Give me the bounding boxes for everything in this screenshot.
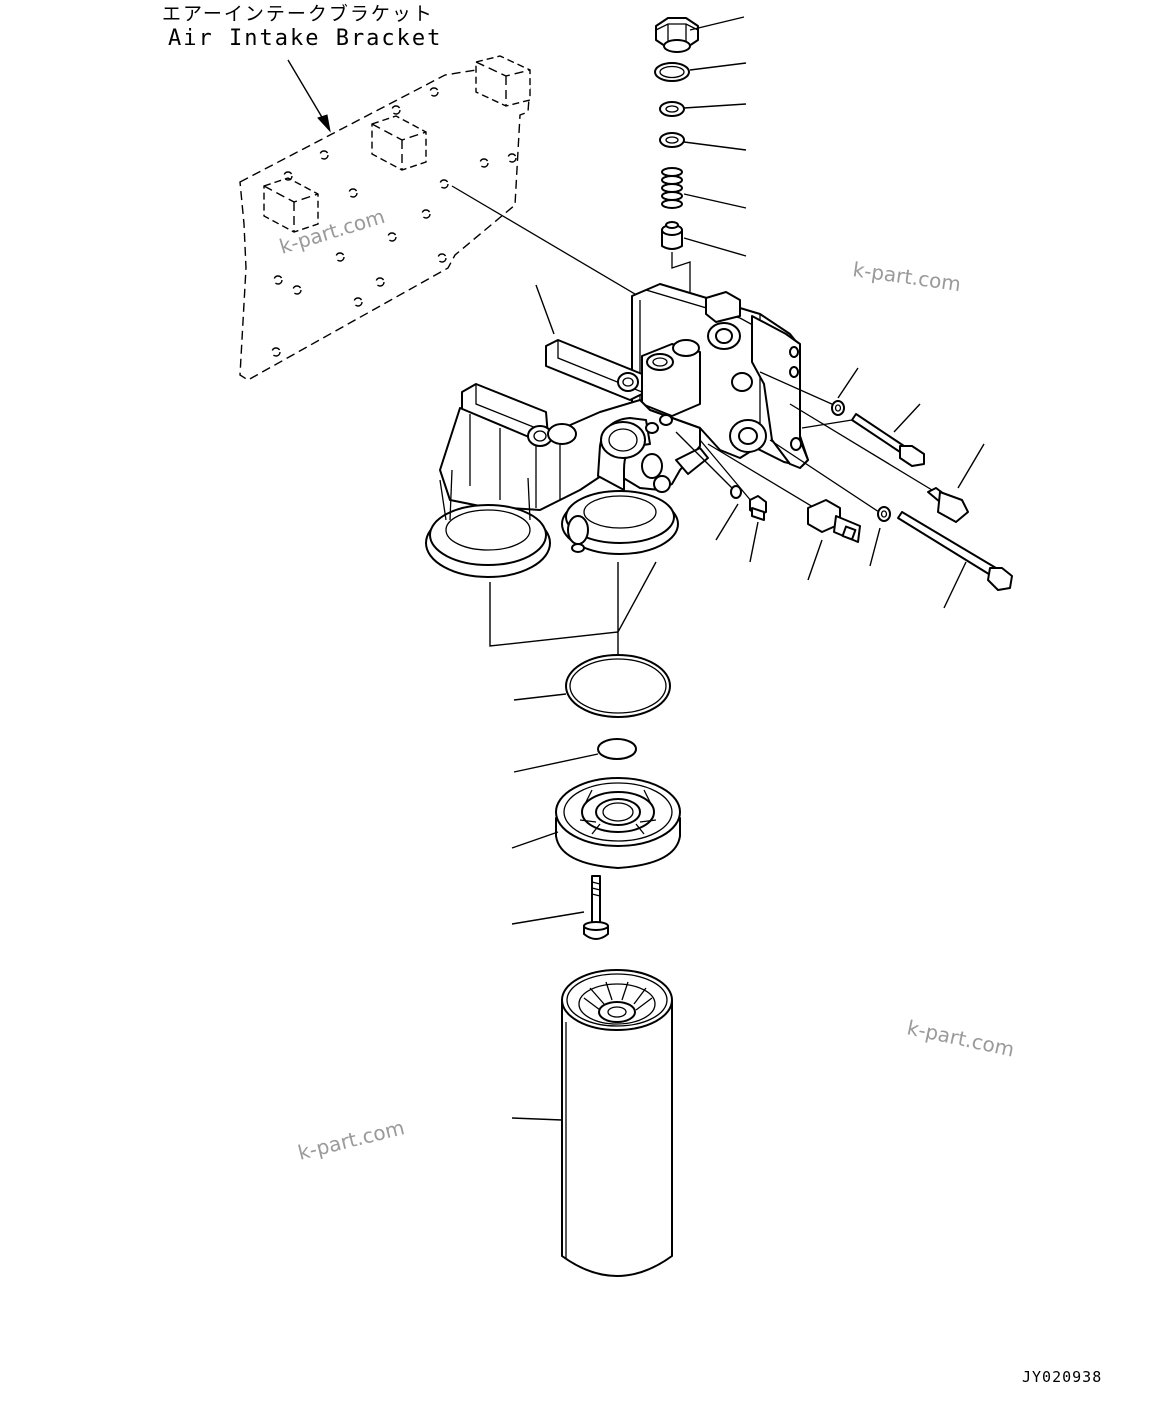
plug-small-part: [749, 495, 767, 521]
fastener-leader-lines: [715, 367, 985, 609]
washer-part-2: [659, 132, 685, 148]
small-o-ring-part: [730, 485, 742, 499]
bracket-label-jp: エアーインテークブラケット: [162, 2, 434, 25]
bracket-label-en: Air Intake Bracket: [168, 26, 442, 51]
head-axis-lines: [675, 371, 933, 515]
air-intake-bracket-phantom: [239, 55, 531, 381]
washer-part-1: [659, 101, 685, 117]
filter-cartridge-part: [511, 969, 673, 1277]
center-bolt-part: [511, 875, 609, 940]
watermark-2: k-part.com: [851, 257, 962, 296]
washer-right-2: [877, 506, 891, 522]
drawing-code: JY020938: [1022, 1368, 1102, 1386]
stack-leader-lines: [683, 16, 747, 257]
adapter-plate-part: [511, 777, 681, 869]
pressure-sensor-part: [807, 499, 861, 543]
relief-valve-stack: [654, 17, 699, 318]
washer-right-1: [831, 400, 845, 416]
watermark-3: k-part.com: [905, 1015, 1017, 1061]
watermark-4: k-part.com: [295, 1115, 406, 1165]
head-leader: [535, 284, 555, 335]
valve-part: [661, 221, 683, 250]
o-ring-part: [654, 62, 690, 82]
filter-head-casting: [425, 283, 809, 578]
bolt-long-part: [897, 511, 1013, 591]
seal-ring-part: [513, 654, 671, 718]
temperature-sensor-part: [927, 487, 969, 523]
small-disc-part: [513, 738, 637, 773]
spring-part: [661, 167, 683, 209]
bolt-short-part: [851, 413, 925, 467]
plug-part: [655, 17, 699, 53]
bracket-pointer-arrow: [287, 59, 331, 133]
